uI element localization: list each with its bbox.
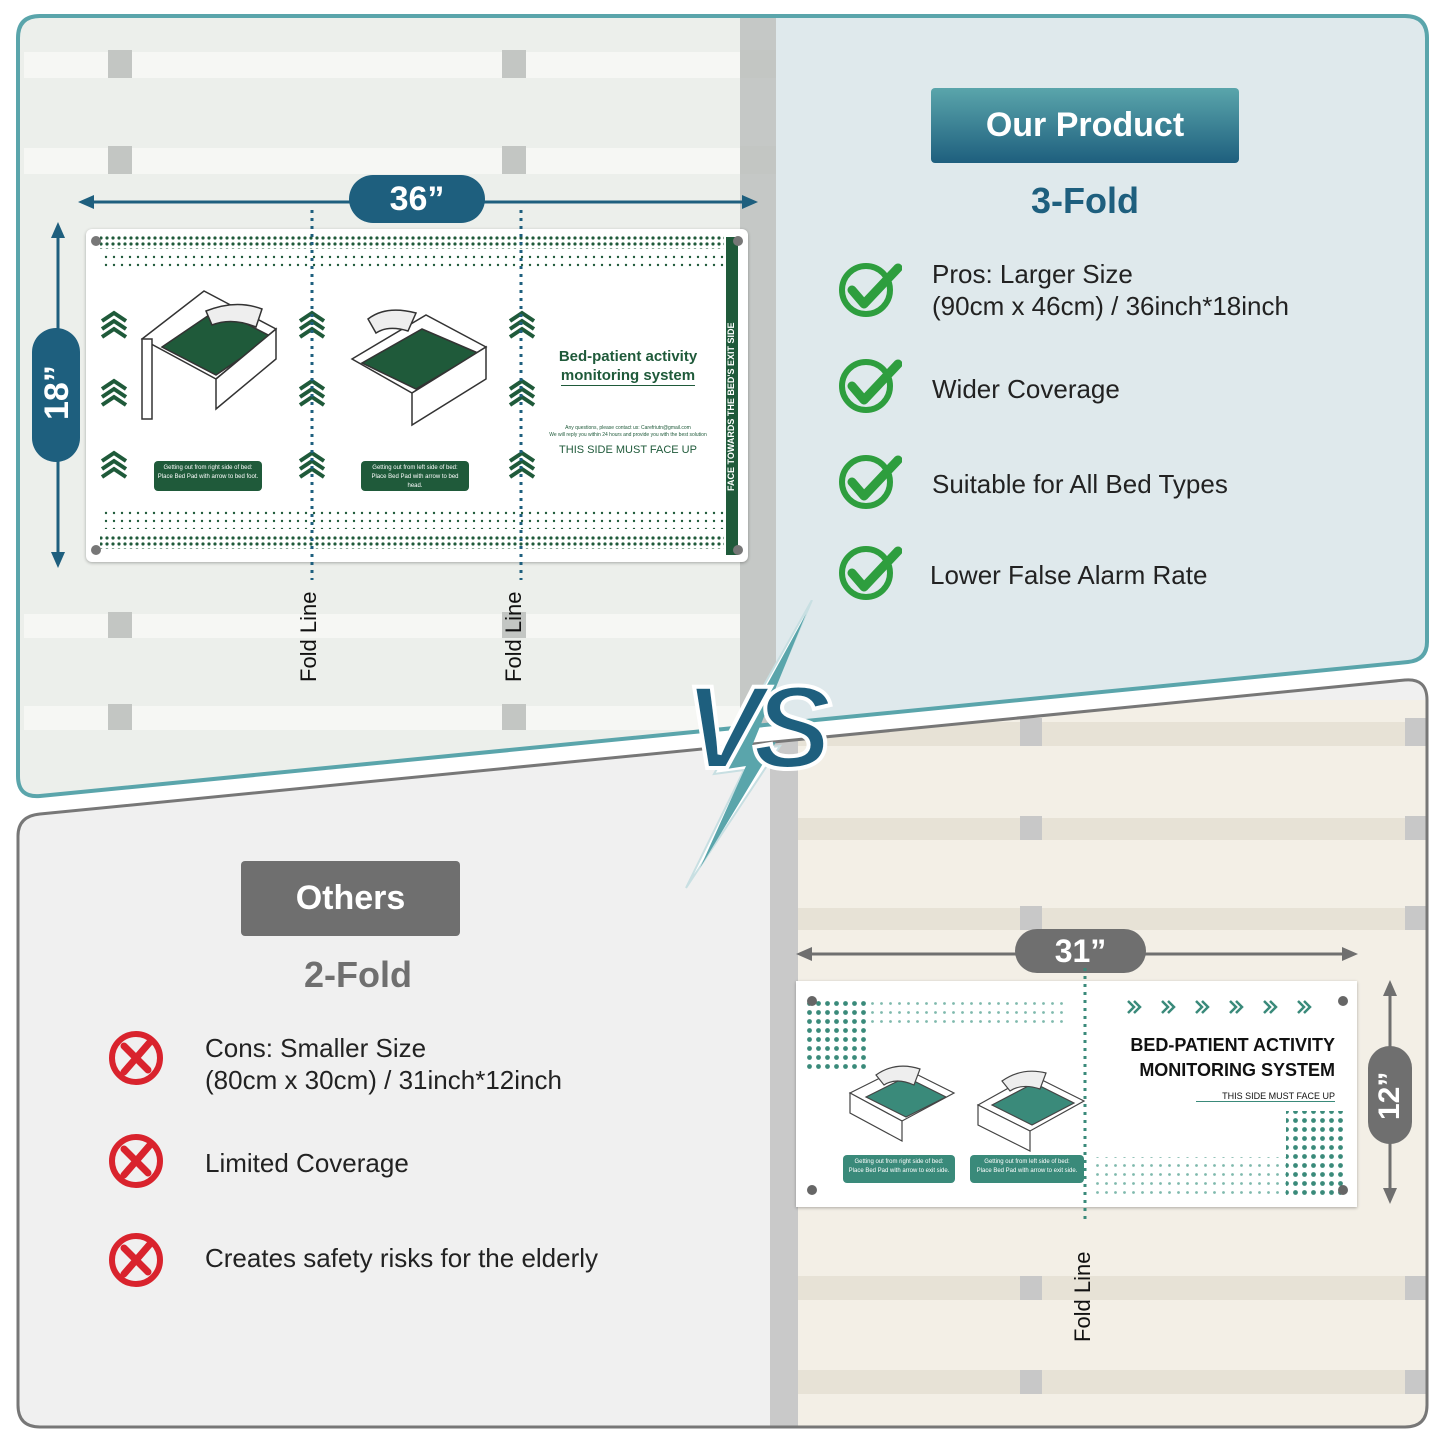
others-feature-3: Creates safety risks for the elderly	[205, 1243, 599, 1273]
others-pad-face-up: THIS SIDE MUST FACE UP	[1196, 1091, 1335, 1102]
others-pad-title: BED-PATIENT ACTIVITY MONITORING SYSTEM	[1096, 1033, 1335, 1083]
fold-line-1-label: Fold Line	[296, 591, 321, 682]
pad-face-up: THIS SIDE MUST FACE UP	[559, 444, 697, 456]
fold-line-2	[519, 210, 523, 580]
cross-icon	[109, 1134, 163, 1188]
others-fold-type: 2-Fold	[304, 954, 412, 995]
bed-illustration-right	[140, 290, 278, 420]
pad-right-label-top: Getting out from right side of bed:	[163, 465, 253, 471]
pad-contact: Any questions, please contact us: Carefr…	[538, 425, 718, 439]
pad-contact-line: Any questions, please contact us: Carefr…	[565, 425, 691, 431]
pad-left-label-bottom: Place Bed Pad with arrow to bed head.	[371, 474, 459, 489]
our-feature-3: Suitable for All Bed Types	[932, 469, 1228, 499]
our-feature-4: Lower False Alarm Rate	[930, 560, 1208, 590]
cross-icon	[109, 1031, 163, 1085]
others-pad-left-label-top: Getting out from left side of bed:	[984, 1159, 1070, 1165]
bed-pad-3-fold: Getting out from right side of bed: Plac…	[86, 229, 748, 562]
check-icon	[839, 263, 902, 317]
others-fold-line	[1083, 968, 1087, 1224]
pad-left-label-top: Getting out from left side of bed:	[372, 465, 458, 471]
others-pad-right-side-label: Getting out from right side of bed: Plac…	[843, 1155, 955, 1183]
others-fold-line-label: Fold Line	[1070, 1251, 1095, 1342]
pad-dot-pattern	[91, 235, 743, 555]
our-feature-1: Pros: Larger Size (90cm x 46cm) / 36inch…	[932, 258, 1289, 322]
others-feature-1-line1: Cons: Smaller Size	[205, 1033, 427, 1063]
pad-title: Bed-patient activity monitoring system	[532, 347, 724, 386]
our-feature-1-line2: (90cm x 46cm) / 36inch*18inch	[932, 291, 1289, 321]
others-width-dimension-label: 31”	[1015, 929, 1146, 973]
fold-line-2-label: Fold Line	[501, 591, 526, 682]
pad-title-line1: Bed-patient activity	[558, 348, 698, 365]
our-feature-1-line1: Pros: Larger Size	[932, 259, 1133, 289]
vs-lightning-icon	[685, 600, 813, 889]
check-icon	[839, 359, 902, 413]
pad-right-side-label: Getting out from right side of bed: Plac…	[154, 461, 262, 491]
others-pad-left-label-bottom: Place Bed Pad with arrow to exit side.	[976, 1168, 1078, 1174]
pad-reply-line: We will reply you within 24 hours and pr…	[549, 432, 707, 438]
pad-right-label-bottom: Place Bed Pad with arrow to bed foot.	[157, 474, 259, 480]
others-bed-illustration-left	[976, 1070, 1086, 1152]
others-pad-right-label-top: Getting out from right side of bed:	[854, 1159, 944, 1165]
bed-pad-2-fold: Getting out from right side of bed: Plac…	[796, 981, 1357, 1207]
others-pad-left-side-label: Getting out from left side of bed: Place…	[970, 1155, 1084, 1183]
others-bed-illustration-right	[848, 1065, 956, 1143]
check-icon	[839, 546, 902, 600]
others-badge: Others	[241, 861, 460, 936]
others-pad-right-label-bottom: Place Bed Pad with arrow to exit side.	[848, 1168, 950, 1174]
our-product-badge: Our Product	[931, 88, 1239, 163]
pad-left-side-label: Getting out from left side of bed: Place…	[361, 461, 469, 491]
cross-icon	[109, 1233, 163, 1287]
our-fold-type: 3-Fold	[1031, 180, 1139, 221]
others-feature-2: Limited Coverage	[205, 1148, 409, 1178]
pad-side-strip-text: FACE TOWARDS THE BED'S EXIT SIDE	[726, 322, 736, 492]
others-height-dimension-pill	[1368, 1046, 1412, 1144]
our-feature-2: Wider Coverage	[932, 374, 1120, 404]
pad-title-line2: monitoring system	[560, 367, 696, 386]
width-dimension-label: 36”	[349, 175, 485, 223]
others-feature-1: Cons: Smaller Size (80cm x 30cm) / 31inc…	[205, 1032, 562, 1096]
vs-label: VS	[682, 662, 833, 794]
fold-line-1	[310, 210, 314, 580]
others-pad-title-line1: BED-PATIENT ACTIVITY	[1130, 1035, 1335, 1055]
height-dimension-label: 18”	[38, 365, 76, 420]
others-height-dimension-label: 12”	[1373, 1071, 1406, 1120]
others-feature-1-line2: (80cm x 30cm) / 31inch*12inch	[205, 1065, 562, 1095]
bed-illustration-left	[350, 309, 488, 427]
others-pad-title-line2: MONITORING SYSTEM	[1139, 1060, 1335, 1080]
check-icon	[839, 455, 902, 509]
others-pad-dot-pattern	[806, 996, 1348, 1197]
height-dimension-pill	[32, 328, 80, 462]
